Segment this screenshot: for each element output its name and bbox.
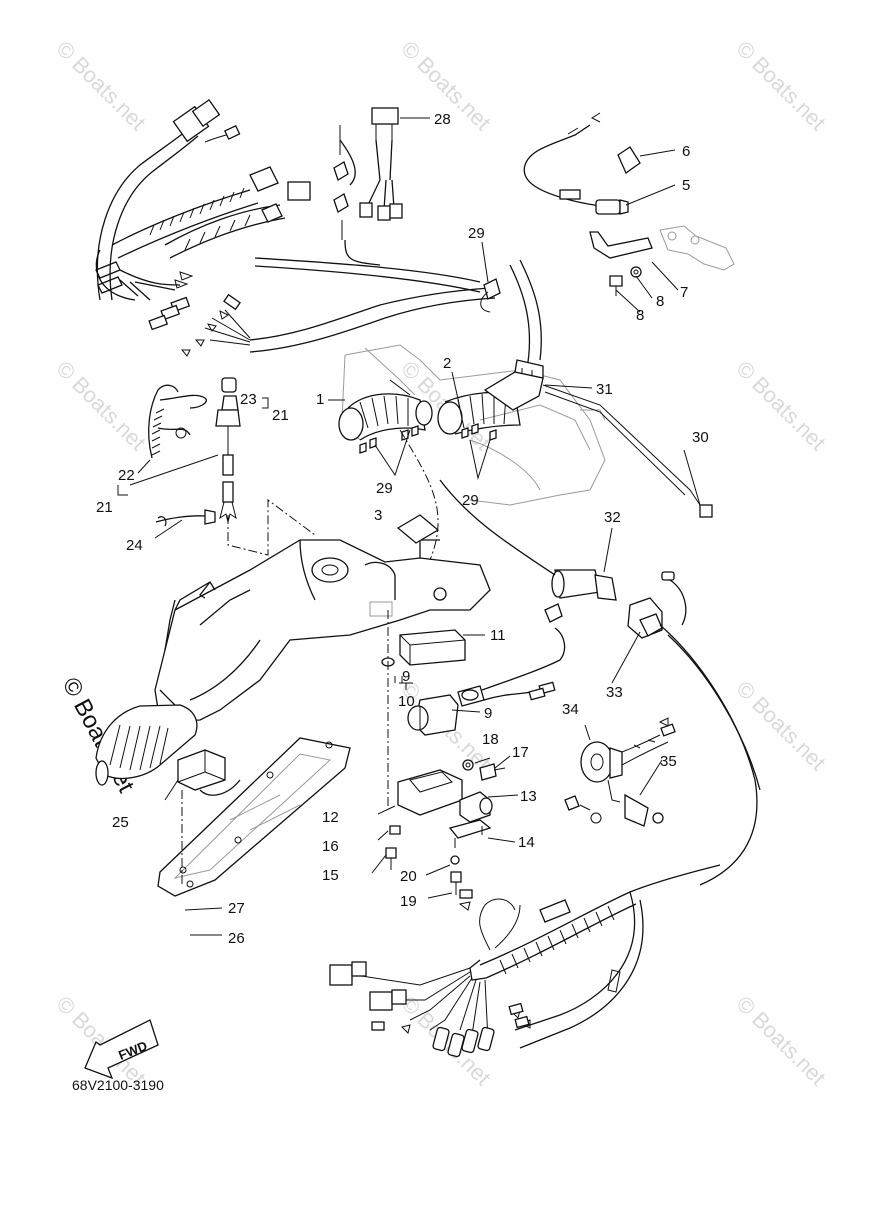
parts-31-32 <box>439 479 761 886</box>
leader-lines <box>117 117 701 936</box>
bottom-plate <box>157 737 351 897</box>
callout-11: 11 <box>490 627 506 644</box>
callout-15: 15 <box>322 867 339 884</box>
callout-29-left: 29 <box>376 480 393 497</box>
watermark: © Boats.net <box>731 991 830 1090</box>
callout-29-top: 29 <box>468 225 485 242</box>
part-25 <box>177 749 241 796</box>
callout-27: 27 <box>228 900 245 917</box>
bottom-harness <box>329 864 721 1058</box>
watermark: © Boats.net <box>51 36 150 135</box>
tiller-assembly <box>95 539 491 786</box>
engine-ghost <box>341 344 606 506</box>
callout-10: 10 <box>398 693 415 710</box>
grommets-1-2 <box>338 259 713 518</box>
callout-25: 25 <box>112 814 129 831</box>
callout-30: 30 <box>692 429 709 446</box>
part-28-harness <box>333 107 403 266</box>
watermarks: © Boats.net © Boats.net © Boats.net © Bo… <box>51 36 830 1090</box>
callout-21-left: 21 <box>96 499 113 516</box>
callout-31: 33 <box>606 684 623 701</box>
callout-26: 26 <box>228 930 245 947</box>
callout-4: 5 <box>682 177 690 194</box>
callout-19: 19 <box>400 893 417 910</box>
callout-18: 18 <box>482 731 499 748</box>
callout-1: 1 <box>316 391 324 408</box>
callout-14: 14 <box>518 834 535 851</box>
parts-4-8-sensor <box>523 112 735 296</box>
callout-3: 3 <box>374 507 382 524</box>
callout-13: 13 <box>520 788 537 805</box>
callout-9-top: 9 <box>402 668 410 685</box>
main-wire-harness <box>95 98 496 357</box>
callout-35: 35 <box>660 753 677 770</box>
callout-33: 31 <box>596 381 613 398</box>
callout-17: 17 <box>512 744 529 761</box>
callout-16: 16 <box>322 838 339 855</box>
callout-7: 8 <box>636 307 644 324</box>
watermark: © Boats.net <box>731 676 830 775</box>
callout-labels: 28 6 5 29 7 8 8 2 31 23 21 1 30 22 29 29… <box>96 111 709 947</box>
parts-21-24 <box>148 377 241 527</box>
watermark: © Boats.net <box>731 356 830 455</box>
callout-23: 23 <box>240 391 257 408</box>
callout-8: 8 <box>656 293 664 310</box>
callout-9-right: 9 <box>484 705 492 722</box>
alignment-lines <box>181 429 439 885</box>
callout-2: 2 <box>443 355 451 372</box>
callout-29-right: 29 <box>462 492 479 509</box>
callout-20: 20 <box>400 868 417 885</box>
callout-12: 12 <box>322 809 339 826</box>
part-code: 68V2100-3190 <box>72 1077 164 1093</box>
callout-22: 22 <box>118 467 135 484</box>
callout-24: 24 <box>126 537 143 554</box>
part-3-pad <box>396 514 440 544</box>
callout-5: 7 <box>680 284 688 301</box>
watermark: © Boats.net <box>51 356 150 455</box>
parts-34-35-horn <box>564 717 676 827</box>
callout-28: 28 <box>434 111 451 128</box>
watermark: © Boats.net <box>731 36 830 135</box>
callout-21-top: 21 <box>272 407 289 424</box>
callout-32: 32 <box>604 509 621 526</box>
callout-6: 6 <box>682 143 690 160</box>
callout-34: 34 <box>562 701 579 718</box>
switch-stack <box>381 603 566 895</box>
